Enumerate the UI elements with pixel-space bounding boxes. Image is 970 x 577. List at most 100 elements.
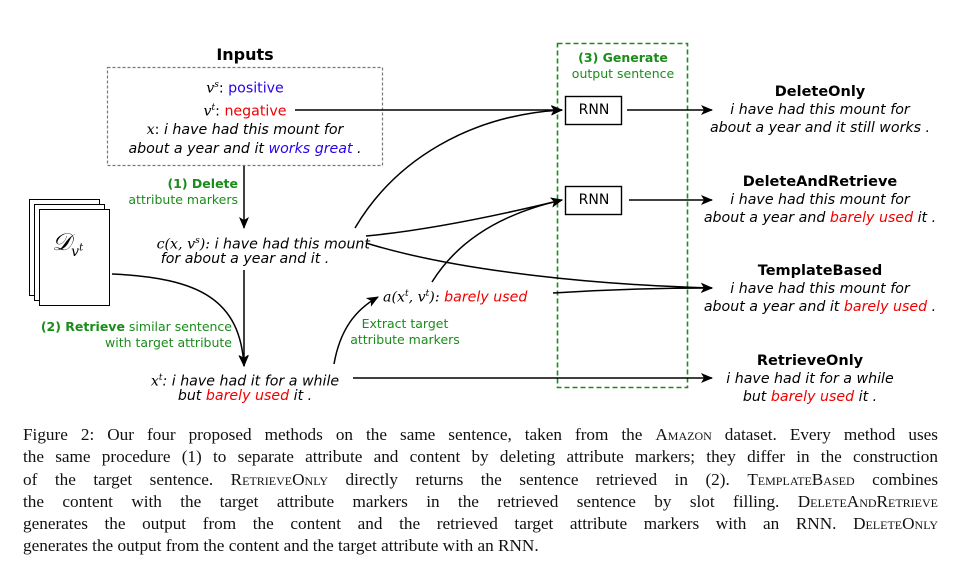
target-attribute-line: vt: negative	[203, 103, 287, 120]
content-line1: c(x, vs): i have had this mount	[125, 232, 370, 254]
output-suffix: it .	[854, 389, 878, 405]
method-name-deleteonly: DeleteOnly	[853, 514, 938, 534]
input-sentence-suffix: .	[352, 141, 362, 157]
output-target-marker: barely used	[843, 299, 928, 315]
output-line2: about a year and it	[703, 299, 844, 315]
caption-text: the content with the target attribute ma…	[23, 491, 798, 511]
caption-text: combines	[854, 469, 939, 489]
output-line1: i have had this mount for	[730, 192, 910, 208]
step3-desc: output sentence	[571, 66, 675, 81]
corpus-sub: v	[71, 243, 80, 260]
step1-desc: attribute markers	[128, 192, 238, 207]
attr-sup1: t	[405, 289, 409, 299]
caption-text: dataset. Every method uses	[711, 425, 938, 444]
attr-mid: , v	[408, 289, 426, 306]
x-symbol: x	[146, 122, 155, 138]
attr-sup2: t	[425, 289, 430, 299]
step1-label: (1) Delete attribute markers	[100, 176, 238, 208]
rnn-label-1: RNN	[578, 102, 610, 118]
output-target-marker: barely used	[829, 210, 914, 226]
content-text1: i have had this mount	[210, 236, 370, 253]
output-retrieveonly: RetrieveOnly i have had it for a while b…	[680, 352, 940, 406]
caption-line: Figure 2: Our four proposed methods on t…	[23, 424, 938, 446]
vs-symbol: v	[206, 80, 215, 97]
output-method-name: TemplateBased	[757, 263, 883, 279]
step2-title: (2) Retrieve	[40, 319, 125, 334]
caption-line: generates the output from the content an…	[23, 536, 539, 556]
arrow-content-to-rnn2	[365, 197, 563, 237]
input-sentence-line2: about a year and it works great .	[110, 140, 380, 158]
caption-line: generates the output from the content an…	[23, 513, 938, 535]
vt-symbol: v	[203, 103, 212, 120]
source-attribute-line: vs: positive	[206, 80, 284, 97]
output-templatebased: TemplateBased i have had this mount for …	[690, 262, 950, 316]
input-sentence-text2: about a year and it	[128, 141, 269, 157]
attr-symbol: a(x	[383, 289, 405, 306]
arrow-attr-to-templatebased	[552, 283, 713, 294]
figure-caption: Figure 2: Our four proposed methods on t…	[23, 424, 938, 558]
source-attribute-marker: works great	[268, 141, 353, 157]
arrow-retrieved-to-attr	[333, 296, 379, 365]
caption-line: of the target sentence. RetrieveOnly dir…	[23, 469, 938, 491]
output-line1: i have had it for a while	[726, 371, 894, 387]
content-text2: for about a year and it .	[160, 251, 330, 267]
generate-box	[556, 42, 689, 389]
output-method-name: DeleteAndRetrieve	[742, 174, 898, 190]
output-method-name: DeleteOnly	[774, 84, 866, 100]
output-line1: i have had this mount for	[730, 281, 910, 297]
content-sup: s	[195, 236, 200, 246]
corpus-document-stack	[29, 199, 110, 306]
output-suffix: .	[927, 299, 937, 315]
output-suffix: it .	[913, 210, 937, 226]
retrieved-text1: : i have had it for a while	[162, 373, 340, 390]
rnn-box-1	[564, 95, 623, 126]
vs-sup: s	[214, 80, 219, 90]
rnn-box-2	[564, 185, 623, 216]
step3-title: (3) Generate	[578, 50, 668, 65]
retrieved-sup: t	[158, 373, 163, 383]
caption-line: the content with the target attribute ma…	[23, 491, 938, 513]
arrow-corpus-to-retrieved	[111, 273, 249, 367]
arrow-attr-to-rnn2	[431, 197, 563, 283]
retrieved-suffix: it .	[289, 388, 313, 404]
target-attribute-value: negative	[224, 103, 287, 120]
input-sentence-line1: x: i have had this mount for	[146, 122, 344, 138]
extract-line1: Extract target	[361, 316, 449, 331]
extract-label: Extract target attribute markers	[340, 316, 470, 348]
corpus-symbol: 𝒟	[52, 228, 72, 256]
caption-text: Figure 2: Our four proposed methods on t…	[23, 425, 656, 444]
output-deleteonly: DeleteOnly i have had this mount for abo…	[690, 83, 950, 137]
inputs-box	[106, 66, 384, 167]
output-line1: i have had this mount for	[730, 102, 910, 118]
caption-line: the same procedure (1) to separate attri…	[23, 447, 938, 467]
attr-close: ):	[429, 289, 440, 306]
extract-line2: attribute markers	[350, 332, 460, 347]
input-sentence-text1: i have had this mount for	[163, 122, 344, 138]
arrow-content-to-templatebased	[365, 242, 713, 293]
attribute-markers-line: a(xt, vt): barely used	[383, 285, 527, 307]
output-method-name: RetrieveOnly	[756, 353, 864, 369]
method-name-retrieveonly: RetrieveOnly	[230, 469, 328, 489]
step2-desc2: with target attribute	[105, 335, 232, 350]
corpus-sub-sup: t	[79, 242, 84, 254]
output-line2: about a year and	[703, 210, 830, 226]
inputs-title: Inputs	[216, 45, 274, 64]
retrieved-text2: but	[177, 388, 206, 404]
corpus-label: 𝒟vt	[52, 228, 83, 260]
method-name-deleteandretrieve: DeleteAndRetrieve	[797, 491, 938, 511]
arrow-content-to-rnn1	[354, 105, 563, 229]
rnn-label-2: RNN	[578, 192, 610, 208]
output-line2: about a year and it still works .	[709, 120, 931, 136]
step1-title: (1) Delete	[167, 176, 238, 191]
diagram-canvas	[29, 42, 713, 389]
retrieved-line1: xt: i have had it for a while	[130, 369, 360, 391]
retrieved-symbol: x	[150, 373, 159, 390]
output-deleteandretrieve: DeleteAndRetrieve i have had this mount …	[690, 173, 950, 227]
step3-label: (3) Generate output sentence	[558, 50, 688, 82]
output-target-marker: barely used	[770, 389, 855, 405]
vt-sup: t	[211, 103, 216, 113]
output-line2: but	[742, 389, 771, 405]
dataset-name: Amazon	[655, 425, 712, 444]
caption-text: directly returns the sentence retrieved …	[328, 469, 748, 489]
attr-target-marker: barely used	[444, 289, 528, 306]
